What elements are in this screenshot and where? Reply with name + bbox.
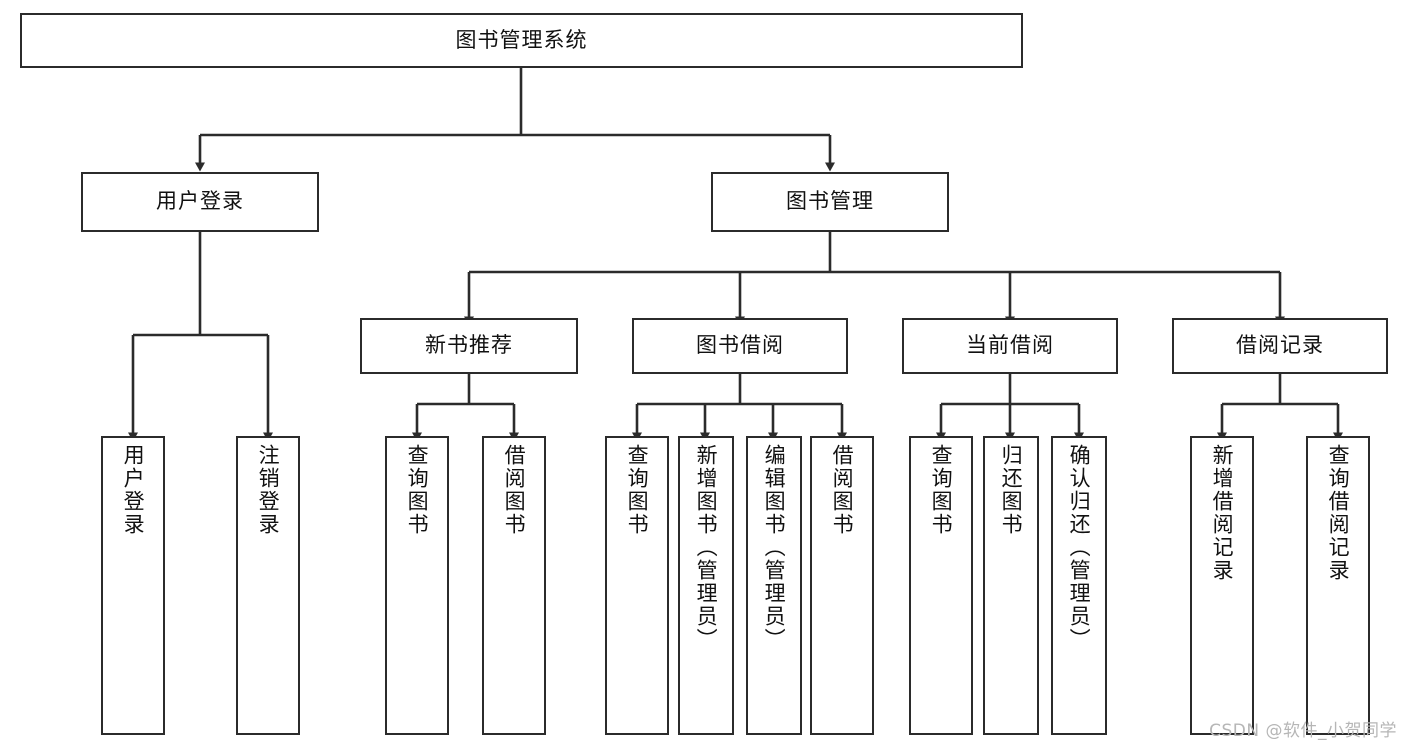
leaf-label: 注销登录 [256,444,281,536]
leaf-user-login-login[interactable]: 用户登录 [101,436,165,735]
leaf-label: 借阅图书 [830,444,855,536]
leaf-current-borrow-return[interactable]: 归还图书 [983,436,1039,735]
leaf-label: 查询图书 [405,444,430,536]
node-book-management[interactable]: 图书管理 [711,172,949,232]
leaf-label: 归还图书 [999,444,1024,536]
leaf-label: 借阅图书 [502,444,527,536]
leaf-borrow-record-query[interactable]: 查询借阅记录 [1306,436,1370,735]
leaf-label: 新增借阅记录 [1210,444,1235,582]
node-book-borrow-label: 图书借阅 [696,333,784,358]
node-root-label: 图书管理系统 [455,27,588,52]
node-user-login[interactable]: 用户登录 [81,172,319,232]
node-new-book-recommend[interactable]: 新书推荐 [360,318,578,374]
leaf-label: 查询图书 [929,444,954,536]
leaf-label: 确认归还（管理员） [1067,444,1092,651]
leaf-label: 编辑图书（管理员） [762,444,787,651]
leaf-book-borrow-borrow[interactable]: 借阅图书 [810,436,874,735]
node-borrow-record-label: 借阅记录 [1236,333,1324,358]
leaf-borrow-record-add[interactable]: 新增借阅记录 [1190,436,1254,735]
leaf-new-book-query[interactable]: 查询图书 [385,436,449,735]
leaf-book-borrow-query[interactable]: 查询图书 [605,436,669,735]
node-root[interactable]: 图书管理系统 [20,13,1023,68]
node-book-borrow[interactable]: 图书借阅 [632,318,848,374]
leaf-current-borrow-query[interactable]: 查询图书 [909,436,973,735]
leaf-label: 查询借阅记录 [1326,444,1351,582]
leaf-label: 查询图书 [625,444,650,536]
leaf-label: 用户登录 [121,444,146,536]
leaf-label: 新增图书（管理员） [694,444,719,651]
node-book-management-label: 图书管理 [786,189,874,214]
node-current-borrow[interactable]: 当前借阅 [902,318,1118,374]
leaf-current-borrow-confirm[interactable]: 确认归还（管理员） [1051,436,1107,735]
node-new-book-recommend-label: 新书推荐 [425,333,513,358]
node-current-borrow-label: 当前借阅 [966,333,1054,358]
node-user-login-label: 用户登录 [156,189,244,214]
leaf-user-login-logout[interactable]: 注销登录 [236,436,300,735]
leaf-book-borrow-add[interactable]: 新增图书（管理员） [678,436,734,735]
watermark: CSDN @软件_小贺同学 [1209,721,1397,741]
node-borrow-record[interactable]: 借阅记录 [1172,318,1388,374]
leaf-book-borrow-edit[interactable]: 编辑图书（管理员） [746,436,802,735]
leaf-new-book-borrow[interactable]: 借阅图书 [482,436,546,735]
